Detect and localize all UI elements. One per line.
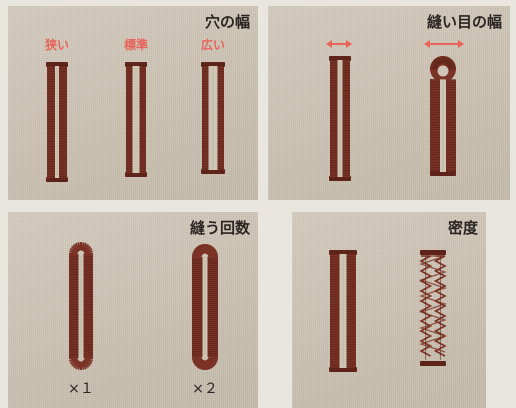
buttonhole-standard: [125, 62, 147, 177]
buttonhole-narrow: [46, 62, 68, 182]
panel-title-stitch-width: 縫い目の幅: [426, 13, 502, 31]
panel-hole-width: 穴の幅 狭い 標準 広い: [8, 6, 258, 200]
panel-stitch-width: 縫い目の幅: [268, 6, 510, 200]
label-narrow: 狭い: [44, 38, 70, 52]
panel-title-density: 密度: [447, 219, 478, 237]
repeat-count-illustration: [68, 242, 219, 371]
buttonhole-repeat-2: [191, 243, 219, 371]
buttonhole-wide: [201, 62, 225, 174]
buttonhole-dense: [329, 250, 357, 372]
buttonhole-narrow-stitch: [329, 56, 351, 181]
label-repeat-2: ×２: [192, 381, 218, 397]
buttonhole-repeat-1: [68, 242, 94, 370]
buttonhole-sparse: [419, 250, 447, 366]
label-repeat-1: ×１: [68, 381, 94, 397]
width-arrow-narrow-icon: [326, 40, 352, 48]
panel-repeat-count: 縫う回数 ×１ ×２: [8, 212, 258, 408]
panel-title-hole-width: 穴の幅: [204, 13, 250, 31]
panel-title-repeat-count: 縫う回数: [189, 219, 250, 237]
buttonhole-keyhole: [429, 56, 457, 176]
label-standard: 標準: [123, 38, 149, 52]
panel-density: 密度: [292, 212, 486, 408]
hole-width-illustration: [46, 62, 225, 182]
width-arrow-wide-icon: [424, 40, 464, 48]
stitch-width-illustration: [326, 40, 464, 181]
label-wide: 広い: [200, 38, 226, 52]
density-illustration: [329, 250, 447, 372]
